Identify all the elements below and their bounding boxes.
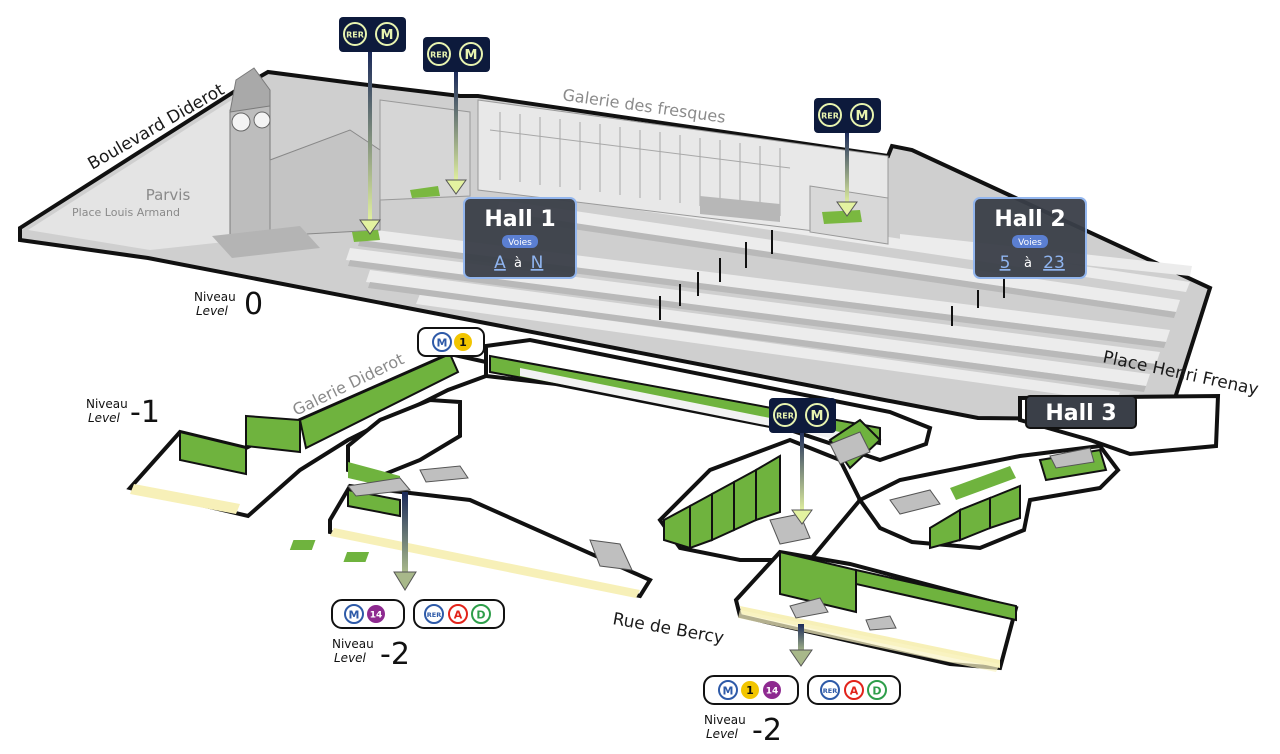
svg-text:M: M (856, 109, 869, 124)
svg-text:M: M (437, 337, 448, 350)
svg-text:-1: -1 (130, 395, 160, 430)
sign-rer-metro-3: RER M (814, 98, 881, 133)
svg-text:-2: -2 (380, 637, 410, 672)
svg-text:RER: RER (346, 31, 364, 40)
hall-3-title: Hall 3 (1045, 401, 1116, 426)
svg-text:Niveau: Niveau (194, 290, 236, 304)
svg-text:M: M (465, 48, 478, 63)
hall-2-track-from: 5 (1000, 253, 1011, 273)
svg-text:14: 14 (370, 611, 383, 621)
hall-1-track-from: A (494, 253, 506, 273)
sign-rer-metro-2: RER M (423, 37, 490, 72)
svg-text:RER: RER (430, 51, 448, 60)
level-minus-2-left-indicator: Niveau Level -2 (332, 637, 410, 672)
sign-rer-metro-4: RER M (769, 398, 836, 433)
hall-1-joiner: à (514, 256, 522, 271)
hall-1-track-to: N (531, 253, 544, 273)
svg-text:Level: Level (88, 411, 121, 425)
svg-text:D: D (476, 609, 485, 622)
svg-text:RER: RER (821, 112, 839, 121)
sign-rer-metro-1: RER M (339, 17, 406, 52)
level-minus-1-indicator: Niveau Level -1 (86, 395, 160, 430)
svg-text:1: 1 (459, 336, 467, 349)
access-arrows (359, 52, 858, 667)
svg-text:M: M (723, 685, 734, 698)
svg-text:RER: RER (823, 687, 837, 695)
svg-text:M: M (381, 28, 394, 43)
svg-text:RER: RER (427, 611, 441, 619)
sign-metro-line-1: M 1 (417, 327, 485, 357)
hall-2-voies: Voies (1018, 238, 1042, 248)
hall-2-label[interactable]: Hall 2 Voies 5 à 23 (973, 197, 1087, 279)
svg-text:Level: Level (334, 651, 367, 665)
hall-2-joiner: à (1024, 256, 1032, 271)
svg-text:A: A (454, 609, 463, 622)
svg-text:D: D (872, 685, 881, 698)
svg-text:Level: Level (196, 304, 229, 318)
rue-de-bercy-label: Rue de Bercy (611, 609, 725, 648)
hall-1-title: Hall 1 (484, 207, 555, 232)
svg-text:Niveau: Niveau (86, 397, 128, 411)
parvis-title: Parvis (146, 186, 191, 204)
svg-text:-2: -2 (752, 713, 782, 748)
sign-rer-ad-right: RER A D (807, 675, 901, 705)
svg-text:Level: Level (706, 727, 739, 741)
level-0-indicator: Niveau Level 0 (194, 287, 263, 322)
hall-1-label[interactable]: Hall 1 Voies A à N (463, 197, 577, 279)
sign-metro-1-14-right: M 1 14 (703, 675, 799, 705)
sign-rer-ad-left: RER A D (413, 599, 505, 629)
svg-text:1: 1 (746, 684, 754, 697)
svg-text:RER: RER (776, 412, 794, 421)
hall-2-title: Hall 2 (994, 207, 1065, 232)
svg-text:M: M (811, 409, 824, 424)
sign-metro-14-left: M 14 (331, 599, 405, 629)
svg-text:14: 14 (766, 687, 779, 697)
hall-2-track-to: 23 (1043, 253, 1065, 273)
svg-text:Niveau: Niveau (704, 713, 746, 727)
svg-text:0: 0 (244, 287, 263, 322)
svg-text:M: M (349, 609, 360, 622)
hall-1-voies: Voies (508, 238, 532, 248)
svg-text:Niveau: Niveau (332, 637, 374, 651)
hall-3-label[interactable]: Hall 3 (1025, 395, 1137, 429)
parvis-subtitle: Place Louis Armand (72, 206, 180, 219)
level-minus-2-right-indicator: Niveau Level -2 (704, 713, 782, 748)
svg-text:A: A (850, 685, 859, 698)
